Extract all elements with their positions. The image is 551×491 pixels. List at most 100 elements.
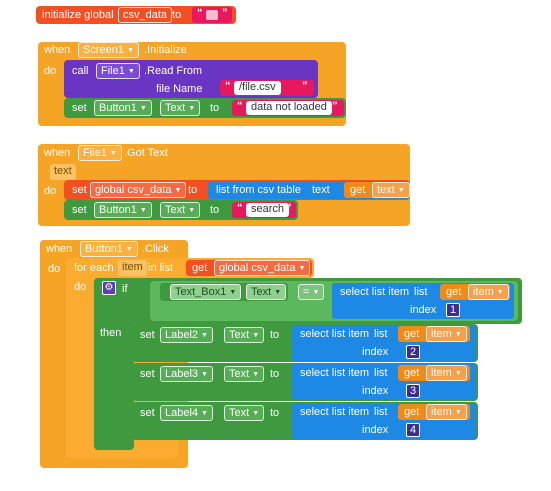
get-item-block-row[interactable]: get item▼: [398, 404, 470, 420]
file-path-value[interactable]: /file.csv: [234, 81, 281, 95]
equals-operator: =: [303, 286, 310, 298]
empty-text-block[interactable]: “ ”: [192, 7, 232, 23]
button1-name: Button1: [99, 102, 137, 114]
call-label: call: [72, 65, 89, 77]
init-global-label: initialize global: [42, 9, 114, 21]
label-component-dropdown[interactable]: Label2▼: [160, 327, 213, 343]
select-list-item-if[interactable]: select list item list get item▼ index 1: [332, 283, 514, 319]
index-number-row[interactable]: 2: [406, 345, 421, 359]
init-global-block[interactable]: initialize global csv_data to “ ”: [36, 6, 236, 24]
select-list-item-label-row: select list item: [300, 328, 370, 340]
file1-event-name: File1: [83, 147, 107, 159]
list-socket-label-row: list: [374, 328, 388, 340]
label-text-dropdown[interactable]: Text▼: [224, 366, 265, 382]
button1-event-name: Button1: [85, 243, 123, 255]
list-socket-label-row: list: [374, 367, 388, 379]
get-text-var: text: [377, 184, 395, 196]
read-from-method: .Read From: [144, 65, 203, 77]
index-number-row[interactable]: 3: [406, 384, 421, 398]
to-label: to: [210, 102, 220, 114]
get-item-block-row[interactable]: get item▼: [398, 326, 470, 342]
textbox1-dropdown[interactable]: Text_Box1▼: [170, 284, 242, 300]
screen1-name: Screen1: [83, 44, 124, 56]
get-label-row: get: [404, 328, 420, 340]
get-item-block-row[interactable]: get item▼: [398, 365, 470, 381]
textbox1-name: Text_Box1: [175, 286, 227, 298]
to-label-row: to: [270, 407, 280, 419]
set-label2-text-block[interactable]: set Label2▼ Text▼ to select list item li…: [132, 324, 478, 362]
set-global-csv-block[interactable]: set global csv_data▼ to list from csv ta…: [64, 180, 410, 200]
call-file-read-block[interactable]: call File1▼ .Read From file Name “ /file…: [64, 60, 318, 98]
index-socket-label-row: index: [362, 424, 389, 436]
textbox-text-dropdown[interactable]: Text▼: [246, 284, 287, 300]
then-label: then: [100, 327, 122, 339]
get-item-dropdown-row[interactable]: item▼: [426, 365, 467, 381]
button1-dropdown-2[interactable]: Button1▼: [94, 202, 152, 218]
list-from-csv-block[interactable]: list from csv table text get text▼: [208, 181, 410, 199]
init-to-label: to: [172, 9, 182, 21]
file1-name: File1: [101, 65, 125, 77]
screen1-dropdown[interactable]: Screen1▼: [78, 42, 139, 58]
get-global-csv-block[interactable]: get global csv_data▼: [186, 260, 312, 276]
data-not-loaded-text-block[interactable]: “ data not loaded ”: [232, 100, 344, 116]
label-component-name: Label3: [165, 368, 199, 380]
global-var-name-dropdown[interactable]: csv_data: [118, 7, 173, 23]
textbox-getter-block[interactable]: Text_Box1▼ Text▼: [160, 283, 288, 301]
list-socket-label-row: list: [374, 406, 388, 418]
when-label-3: when: [46, 243, 73, 255]
get-item-dropdown-row[interactable]: item▼: [426, 404, 467, 420]
search-text-block[interactable]: “ search ”: [232, 202, 296, 218]
file1-dropdown[interactable]: File1▼: [96, 63, 140, 79]
select-list-item-row[interactable]: select list item list get item▼ index 4: [292, 403, 476, 439]
textbox-text-name: Text: [251, 286, 272, 298]
index-socket-label: index: [410, 304, 437, 316]
set-label-row: set: [140, 368, 155, 380]
select-list-item-row[interactable]: select list item list get item▼ index 2: [292, 325, 476, 361]
index-number-if[interactable]: 1: [446, 303, 461, 317]
equals-operator-dropdown[interactable]: =▼: [298, 284, 325, 300]
list-socket-label: list: [414, 286, 428, 298]
do-label-2: do: [44, 185, 57, 197]
global-csv-name: global csv_data: [95, 184, 172, 196]
get-text-dropdown[interactable]: text▼: [372, 182, 410, 198]
get-item-dropdown-row[interactable]: item▼: [426, 326, 467, 342]
text-socket-label: text: [312, 184, 330, 196]
empty-text-slot[interactable]: [206, 10, 218, 20]
when-label: when: [44, 44, 71, 56]
when-label-2: when: [44, 147, 71, 159]
to-label-2: to: [188, 184, 198, 196]
text-property-dropdown[interactable]: Text▼: [160, 100, 201, 116]
in-list-label: in list: [148, 262, 174, 274]
get-item-block-if[interactable]: get item▼: [440, 284, 510, 300]
set-button1-text-block-2[interactable]: set Button1▼ Text▼ to “ search ”: [64, 200, 298, 220]
do-label: do: [44, 65, 57, 77]
search-value[interactable]: search: [246, 203, 290, 217]
text-param[interactable]: text: [50, 164, 76, 180]
set-label4-text-block[interactable]: set Label4▼ Text▼ to select list item li…: [132, 402, 478, 440]
file-path-text-block[interactable]: “ /file.csv ”: [220, 80, 314, 96]
item-variable[interactable]: item: [118, 260, 147, 276]
get-item-dropdown-if[interactable]: item▼: [468, 284, 509, 300]
set-label3-text-block[interactable]: set Label3▼ Text▼ to select list item li…: [132, 363, 478, 401]
gear-icon[interactable]: ⚙: [102, 281, 116, 295]
select-list-item-row[interactable]: select list item list get item▼ index 3: [292, 364, 476, 400]
label-text-dropdown[interactable]: Text▼: [224, 405, 265, 421]
data-not-loaded-value[interactable]: data not loaded: [246, 101, 332, 115]
get-global-csv-dropdown[interactable]: global csv_data▼: [214, 260, 311, 276]
global-csv-dropdown[interactable]: global csv_data▼: [90, 182, 187, 198]
index-number-row[interactable]: 4: [406, 423, 421, 437]
button1-dropdown[interactable]: Button1▼: [94, 100, 152, 116]
label-component-dropdown[interactable]: Label3▼: [160, 366, 213, 382]
get-item-var-row: item: [431, 367, 452, 379]
get-label-2: get: [192, 262, 208, 274]
button1-name-2: Button1: [99, 204, 137, 216]
get-text-block[interactable]: get text▼: [344, 182, 410, 198]
button1-event-dropdown[interactable]: Button1▼: [80, 241, 138, 257]
set-button1-text-block-1[interactable]: set Button1▼ Text▼ to “ data not loaded …: [64, 98, 346, 118]
compare-block[interactable]: Text_Box1▼ Text▼ =▼ select list item lis…: [150, 281, 518, 321]
label-component-dropdown[interactable]: Label4▼: [160, 405, 213, 421]
get-label: get: [350, 184, 366, 196]
text-property-dropdown-2[interactable]: Text▼: [160, 202, 201, 218]
label-text-dropdown[interactable]: Text▼: [224, 327, 265, 343]
file1-event-dropdown[interactable]: File1▼: [78, 145, 122, 161]
